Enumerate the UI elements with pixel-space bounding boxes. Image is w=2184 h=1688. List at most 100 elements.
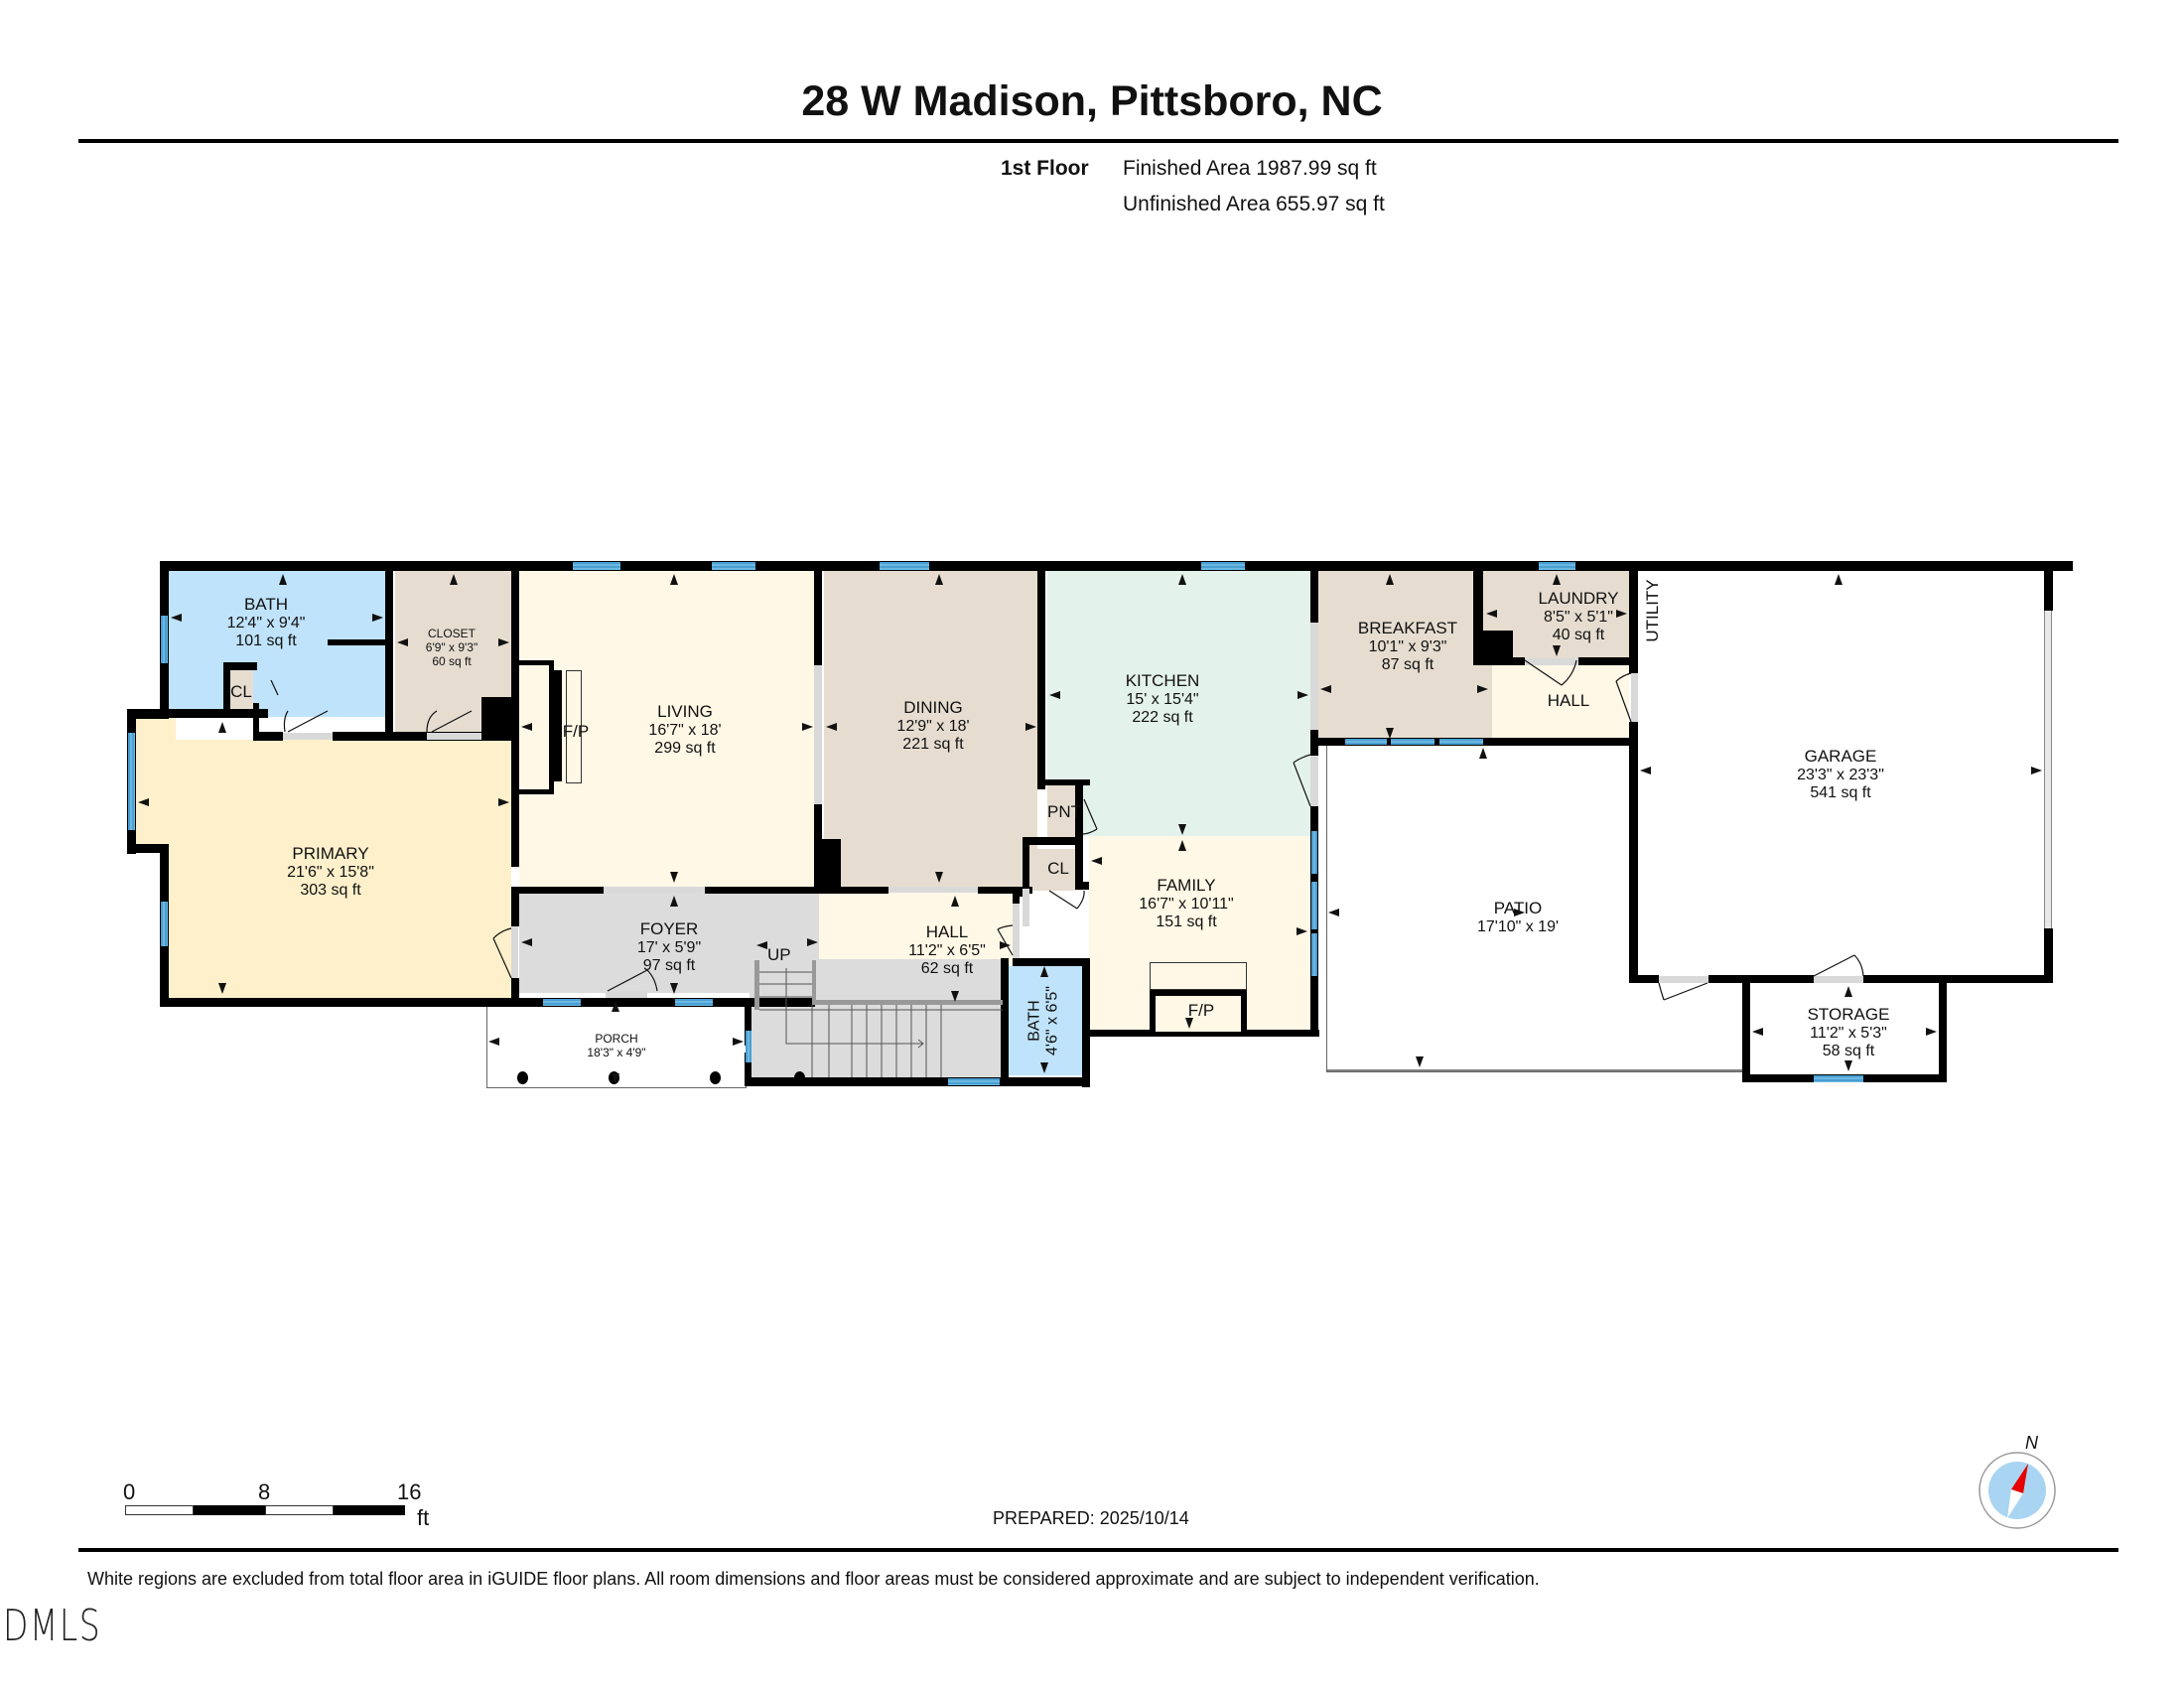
wall: [1863, 975, 2053, 983]
dimension-arrow-icon: [1025, 723, 1036, 731]
title-rule: [78, 139, 2118, 143]
scale-segment: [194, 1505, 265, 1515]
dimension-arrow-icon: [951, 991, 959, 1002]
dimension-arrow-icon: [612, 1001, 619, 1012]
window: [1311, 831, 1317, 874]
dimension-arrow-icon: [1178, 840, 1186, 851]
wall: [1629, 722, 1638, 983]
wall: [511, 571, 519, 867]
door-opening: [283, 733, 333, 740]
floor-label: 1st Floor: [1001, 157, 1089, 180]
wall: [1578, 657, 1631, 665]
window: [128, 733, 135, 830]
door-opening: [427, 733, 481, 740]
scale-unit: ft: [417, 1505, 430, 1530]
compass-north-label: N: [2025, 1433, 2038, 1453]
wall: [1075, 779, 1083, 889]
wall: [1629, 975, 1659, 983]
dimension-arrow-icon: [802, 723, 813, 731]
label-hall-laundry: HALL: [1547, 691, 1590, 710]
window: [948, 1078, 1000, 1085]
window: [1391, 739, 1434, 745]
dimension-arrow-icon: [397, 638, 408, 646]
living-fireplace-mantle: [566, 670, 582, 783]
dimension-arrow-icon: [1040, 1062, 1048, 1073]
dimension-arrow-icon: [951, 896, 959, 907]
door-opening: [606, 991, 647, 998]
scale-segment: [125, 1505, 194, 1515]
dimension-arrow-icon: [670, 983, 678, 994]
dimension-arrow-icon: [1514, 909, 1525, 916]
room-dining: [824, 571, 1037, 887]
footer-disclaimer: White regions are excluded from total fl…: [87, 1569, 1540, 1589]
window: [573, 562, 620, 570]
dimension-arrow-icon: [2031, 767, 2042, 774]
wall: [385, 571, 393, 740]
window: [1539, 562, 1575, 570]
window: [1345, 739, 1387, 745]
dimension-arrow-icon: [1640, 767, 1651, 774]
wall: [1023, 837, 1080, 845]
dimension-arrow-icon: [1185, 1018, 1193, 1029]
dimension-arrow-icon: [1553, 645, 1561, 656]
dimension-arrow-icon: [1320, 685, 1331, 693]
wall: [1089, 1030, 1319, 1037]
dimension-arrow-icon: [498, 798, 509, 806]
family-fireplace: [1150, 990, 1247, 1032]
room-primary-bump: [136, 717, 176, 850]
dimension-arrow-icon: [826, 723, 837, 731]
unfinished-area: Unfinished Area 655.97 sq ft: [1123, 193, 1385, 215]
wall: [1045, 779, 1090, 785]
stairs-icon: [754, 960, 1003, 1077]
scale-segment: [265, 1505, 334, 1515]
label-pantry: PNT: [1047, 802, 1081, 821]
dimension-arrow-icon: [218, 983, 226, 994]
dmls-logo: DMLS: [3, 1601, 102, 1651]
staircase[interactable]: [754, 960, 1003, 1077]
door-opening: [1525, 658, 1578, 665]
wall: [1037, 571, 1045, 789]
door-opening: [1310, 623, 1318, 730]
wall: [511, 978, 519, 1006]
dimension-arrow-icon: [1479, 748, 1487, 759]
door-opening: [1013, 904, 1020, 958]
wall: [1082, 958, 1090, 1087]
dimension-arrow-icon: [1178, 824, 1186, 835]
garage-door: [2044, 611, 2052, 928]
dimension-arrow-icon: [521, 723, 532, 731]
wall: [1513, 657, 1525, 665]
label-utility: UTILITY: [1643, 579, 1662, 642]
dimension-arrow-icon: [1477, 685, 1488, 693]
dimension-arrow-icon: [1752, 1028, 1763, 1036]
dimension-arrow-icon: [1416, 1056, 1424, 1067]
room-living: [519, 571, 819, 887]
dimension-arrow-icon: [171, 614, 182, 622]
wall: [1742, 983, 1750, 1082]
dimension-arrow-icon: [1297, 927, 1307, 935]
wall: [745, 1053, 751, 1082]
wall: [481, 697, 513, 739]
dimension-arrow-icon: [521, 938, 532, 946]
scale-segment: [334, 1505, 405, 1515]
dimension-arrow-icon: [612, 1073, 619, 1084]
dimension-arrow-icon: [372, 614, 383, 622]
wall: [2044, 561, 2053, 611]
dimension-arrow-icon: [1178, 574, 1186, 585]
wall: [1075, 882, 1089, 890]
wall: [328, 639, 387, 645]
scale-tick-8: 8: [258, 1479, 271, 1504]
footer-rule: [78, 1548, 2118, 1552]
room-garage: [1638, 571, 2048, 975]
door-opening: [1814, 976, 1863, 983]
wall: [1473, 571, 1483, 665]
dimension-arrow-icon: [218, 722, 226, 733]
porch-post: [517, 1071, 528, 1084]
dimension-arrow-icon: [1616, 610, 1627, 618]
room-primary: [169, 740, 511, 998]
